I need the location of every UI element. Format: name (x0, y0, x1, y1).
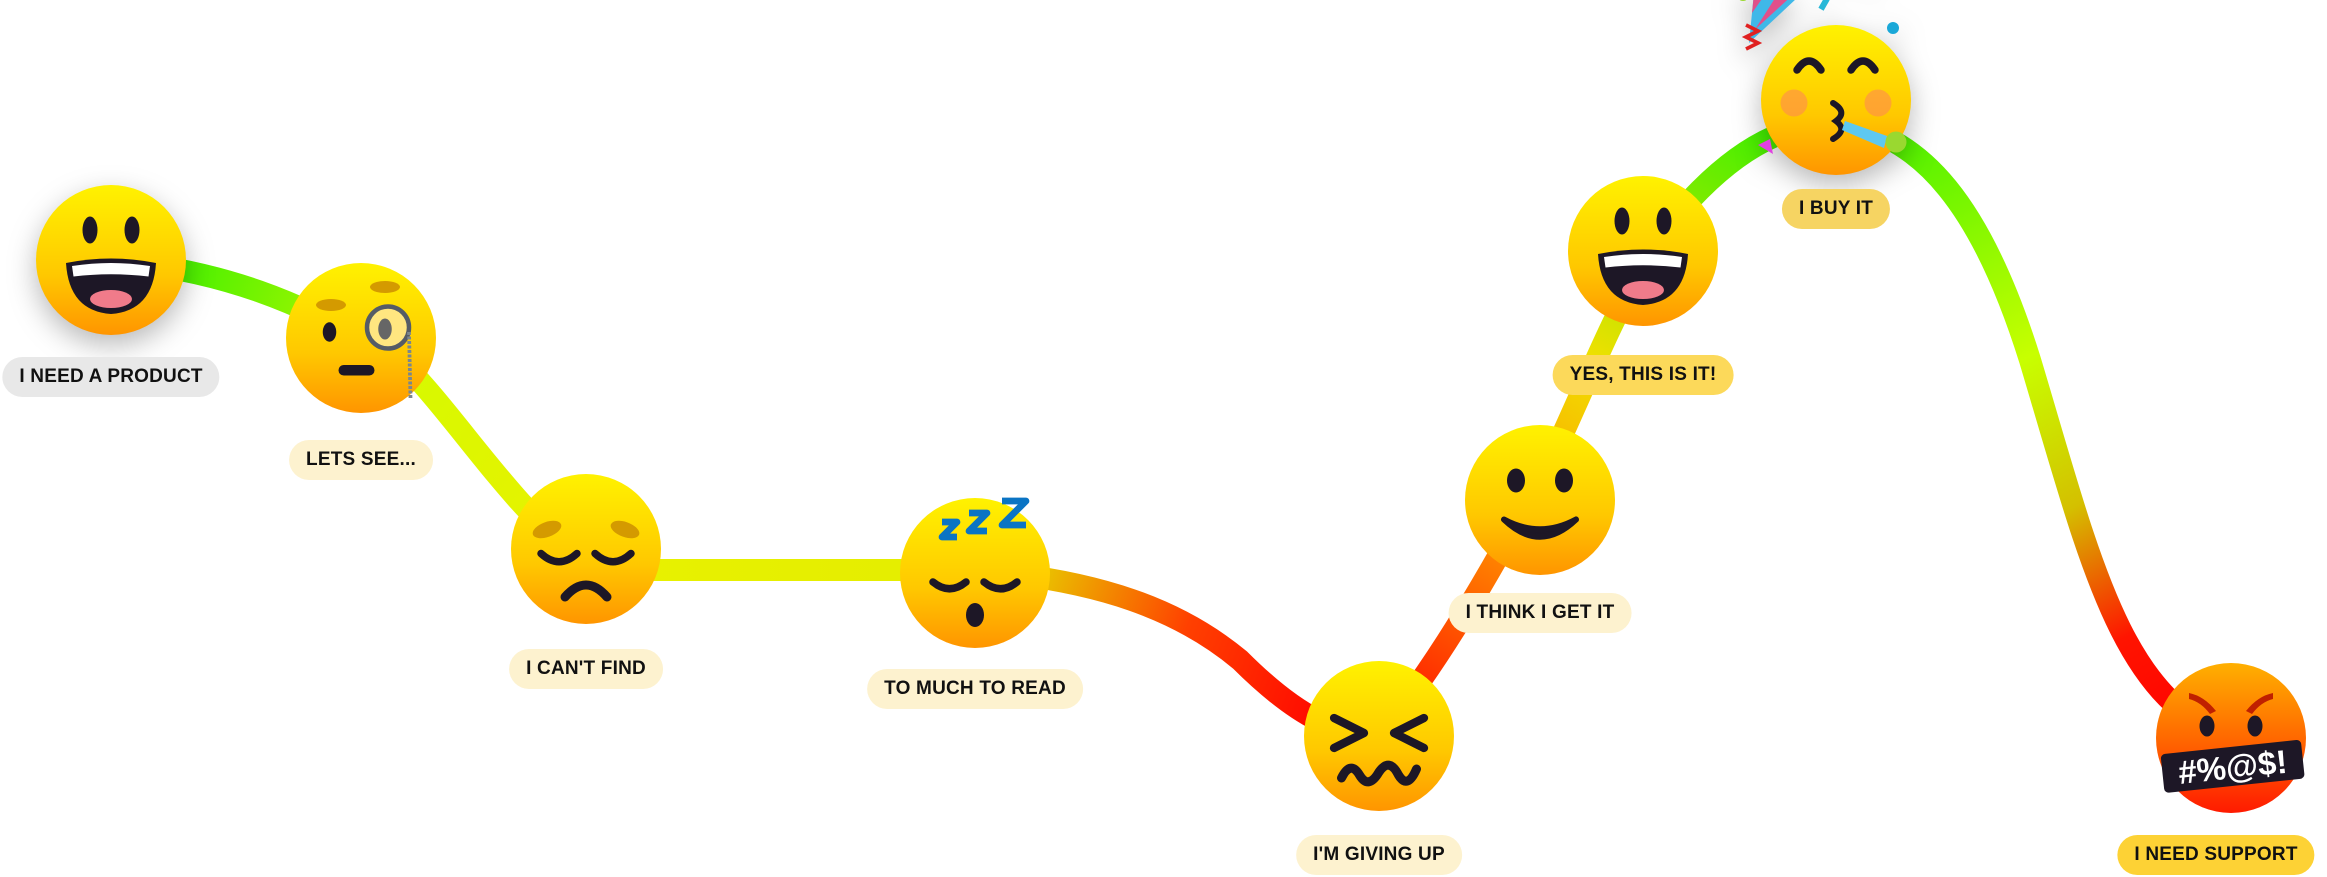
step-label: I CAN'T FIND (509, 649, 663, 689)
confounded-face-icon (1304, 661, 1454, 811)
slightly-smiling-face-icon (1465, 425, 1615, 575)
curve-segment (1839, 114, 2242, 749)
step-label: I BUY IT (1781, 189, 1891, 229)
step-label: I NEED SUPPORT (2117, 835, 2315, 875)
grinning-face-icon (1568, 176, 1718, 326)
pensive-face-icon (511, 474, 661, 624)
step-label: I'M GIVING UP (1296, 835, 1462, 875)
step-label: TO MUCH TO READ (867, 669, 1083, 709)
step-label: I NEED A PRODUCT (2, 357, 220, 397)
face-with-symbols-on-mouth-icon: #%@$! (2156, 663, 2306, 813)
step-label: I THINK I GET IT (1448, 593, 1632, 633)
face-with-monocle-icon (286, 263, 436, 413)
partying-face-icon (1739, 0, 1911, 175)
grinning-face-icon (36, 185, 186, 335)
sleeping-face-icon (900, 497, 1050, 648)
step-label: YES, THIS IS IT! (1552, 355, 1734, 395)
step-label: LETS SEE... (289, 440, 433, 480)
